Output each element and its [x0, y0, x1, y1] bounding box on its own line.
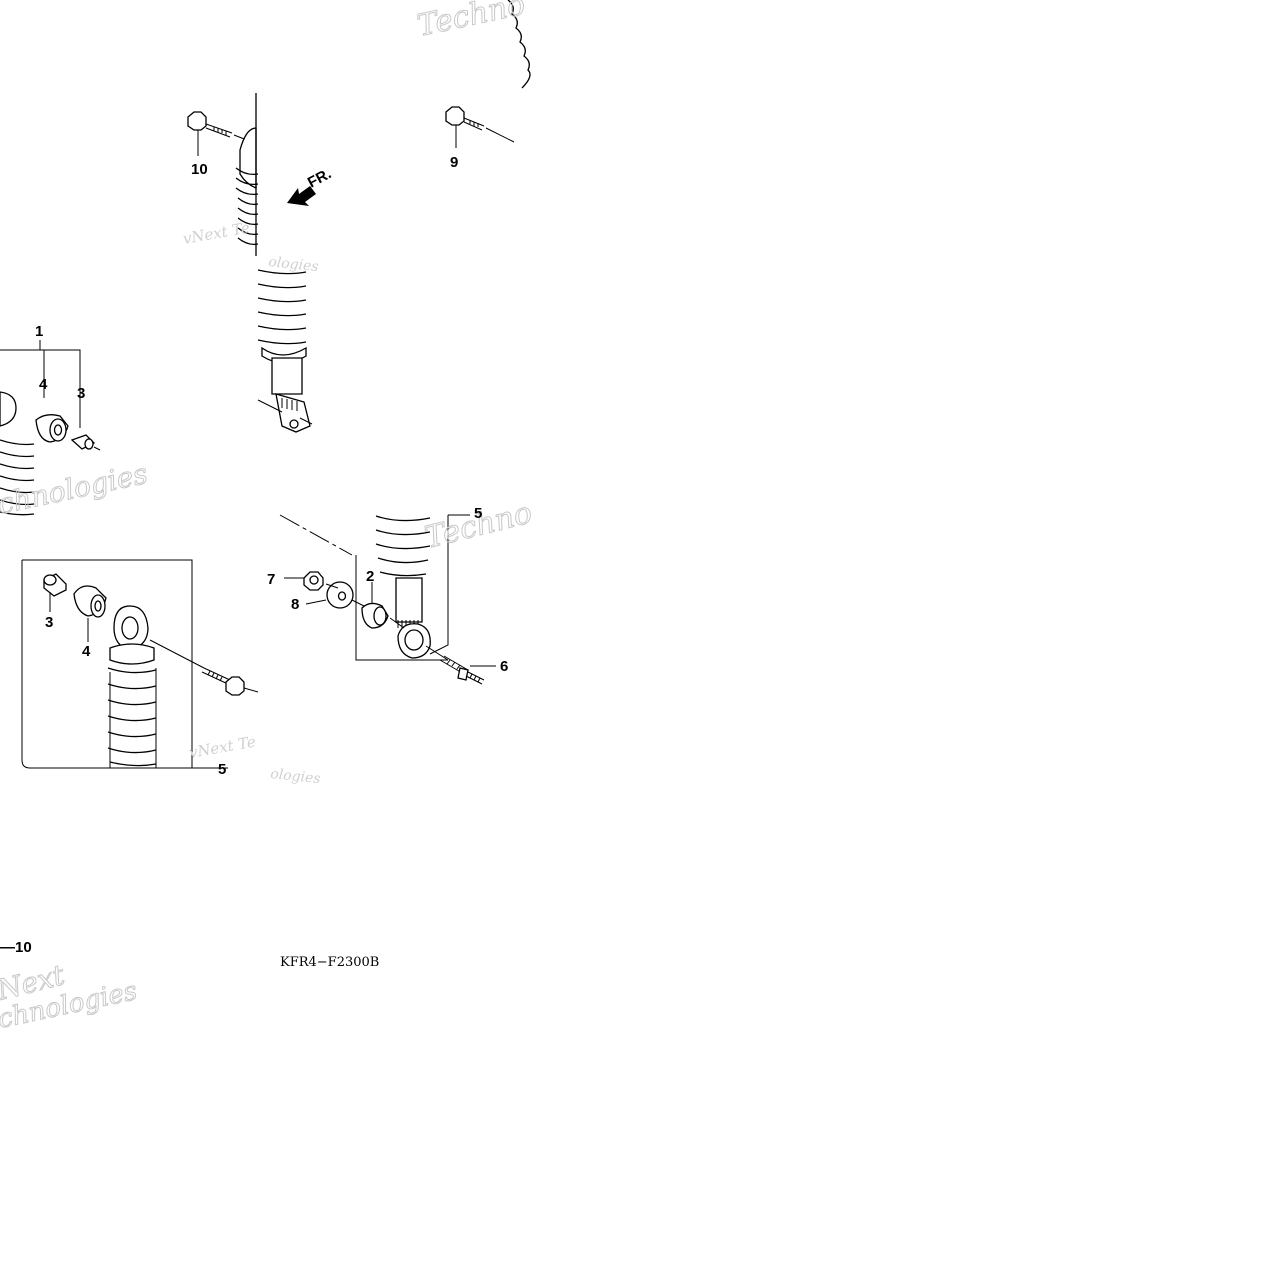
callout-1: 1	[35, 323, 43, 340]
callout-4: 4	[39, 376, 48, 393]
tile-mid-left	[0, 340, 101, 516]
tile-bottom-left	[21, 559, 259, 769]
bolt-6	[425, 645, 496, 685]
tile-top-middle: FR.	[287, 0, 531, 206]
callout-4-lower: 4	[82, 643, 91, 660]
callout-5-lower: 5	[218, 761, 226, 778]
bolt-10	[187, 111, 253, 156]
shock-absorber-lower	[107, 605, 157, 768]
washer-8	[305, 581, 354, 609]
bolt-9	[445, 106, 515, 148]
callout-10: 10	[191, 161, 208, 178]
tile-mid-middle	[257, 269, 313, 433]
callout-5: 5	[474, 505, 482, 522]
bushing-2	[361, 582, 389, 629]
front-direction-arrow: FR.	[287, 165, 334, 206]
tile-top-left	[187, 93, 259, 256]
collar-3	[70, 434, 96, 450]
callouts: 10 9 1 4 3 3 4 7 8 2 6 5 5	[35, 154, 508, 778]
watermark: ologies	[268, 254, 320, 275]
page-reference: —10	[0, 939, 32, 956]
watermark: chnologies	[0, 457, 150, 521]
diagram-code: KFR4−F2300B	[280, 955, 379, 970]
callout-8: 8	[291, 596, 299, 613]
watermark: Techno	[414, 0, 528, 44]
nut-7	[284, 571, 324, 591]
bushing-4-lower	[73, 585, 107, 642]
watermark: vNext Te	[182, 218, 252, 247]
watermark: ologies	[270, 766, 322, 787]
callout-3-lower: 3	[45, 614, 53, 631]
callout-9: 9	[450, 154, 458, 171]
bushing-4	[35, 414, 69, 443]
tile-bottom-middle	[279, 514, 496, 685]
callout-7: 7	[267, 571, 275, 588]
watermark: vNext Te	[188, 732, 258, 761]
callout-6: 6	[500, 658, 508, 675]
callout-3: 3	[77, 385, 85, 402]
collar-3-lower	[43, 573, 67, 612]
callout-2: 2	[366, 568, 374, 585]
bolt-lower-left	[149, 639, 259, 696]
